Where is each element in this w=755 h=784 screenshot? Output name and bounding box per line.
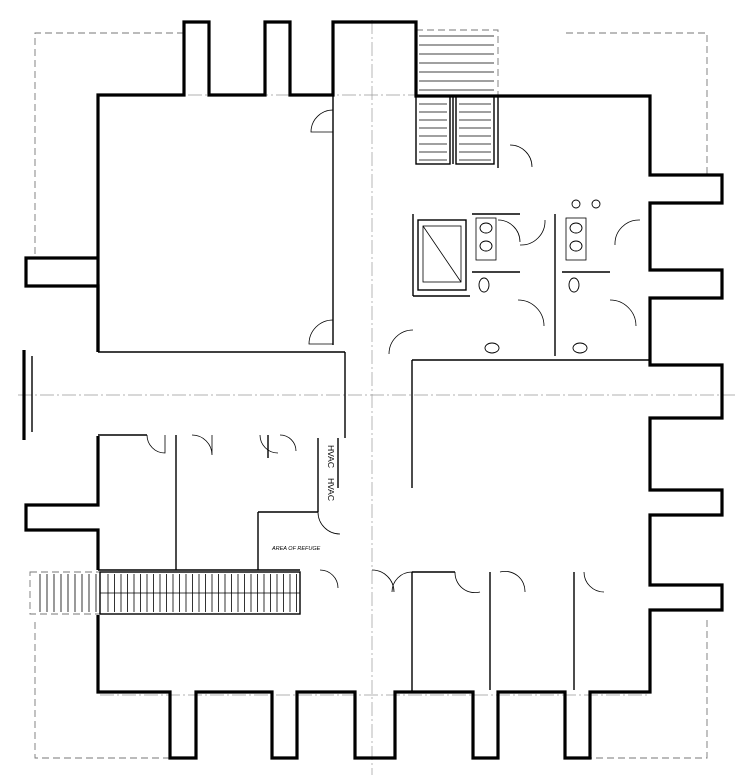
elevator (417, 219, 467, 291)
area-of-refuge-label: AREA OF REFUGE (271, 546, 321, 552)
stair-south (39, 571, 301, 615)
door-swings (146, 109, 641, 593)
exterior-walls (22, 20, 724, 760)
stair-north (415, 35, 495, 165)
roof-outline (29, 29, 708, 759)
center-lines (18, 20, 735, 775)
restroom-fixtures (475, 199, 601, 354)
hvac-label-lower: HVAC (326, 478, 336, 501)
interior-walls (98, 95, 650, 692)
hvac-label-upper: HVAC (326, 445, 336, 468)
